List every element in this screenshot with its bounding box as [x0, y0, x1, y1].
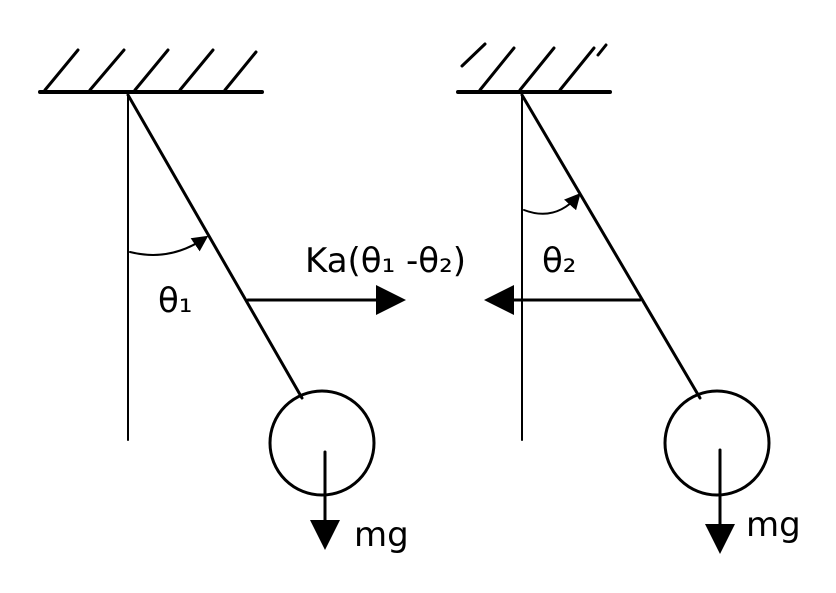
left-angle-arc	[129, 235, 209, 256]
right-weight-label: mg	[746, 505, 801, 545]
right-pendulum: θ₂ mg	[456, 42, 801, 554]
coupling-force-label: Ka(θ₁ -θ₂)	[305, 241, 466, 281]
right-ceiling-hatching	[460, 42, 608, 92]
left-ceiling-hatching	[43, 48, 258, 92]
left-pendulum: θ₁ mg	[38, 48, 409, 555]
right-angle-arc	[523, 193, 581, 215]
left-ceiling-support	[38, 48, 264, 94]
right-pendulum-bob	[663, 389, 771, 497]
right-ceiling-support	[456, 42, 612, 94]
left-weight-label: mg	[354, 515, 409, 555]
right-angle-label: θ₂	[542, 241, 576, 281]
left-pendulum-rod	[126, 93, 304, 400]
left-angle-label: θ₁	[158, 281, 192, 321]
left-pendulum-bob	[268, 389, 376, 497]
right-pendulum-rod	[520, 93, 702, 400]
